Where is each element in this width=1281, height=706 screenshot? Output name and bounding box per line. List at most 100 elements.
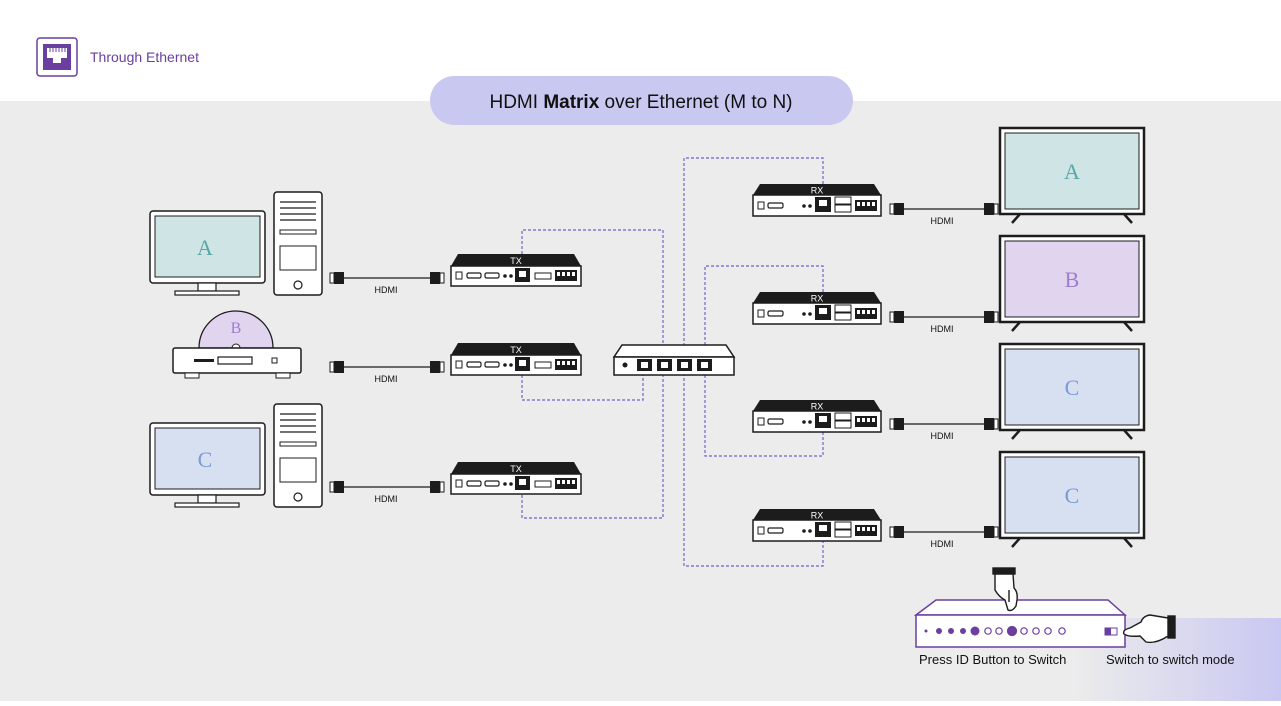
- receiver-3: RX: [752, 400, 882, 433]
- tv-leg: [1011, 429, 1021, 440]
- caption-switch-mode: Switch to switch mode: [1106, 652, 1235, 667]
- hdmi-plug-icon: [984, 311, 994, 323]
- tv-leg: [1123, 213, 1133, 224]
- id-button-7[interactable]: [1058, 627, 1066, 635]
- tv-screen: [1004, 348, 1140, 426]
- hdmi-cable-4: HDMI: [889, 203, 999, 226]
- hdmi-port-icon: [767, 418, 784, 425]
- tv-leg: [1011, 537, 1021, 548]
- hdmi-plug-icon: [329, 361, 335, 373]
- pointing-hand-icon: [992, 567, 1018, 612]
- hdmi-cable-7: HDMI: [889, 526, 999, 549]
- source-dvd-player-2: B: [172, 310, 302, 379]
- source-label: C: [198, 447, 213, 472]
- ethernet-line-rx4: [683, 375, 824, 567]
- tv-screen: [1004, 456, 1140, 534]
- disc: [198, 310, 274, 349]
- ethernet-port-icon: [36, 37, 78, 77]
- hdmi-cable-label: HDMI: [931, 539, 954, 549]
- id-button-5[interactable]: [1032, 627, 1040, 635]
- transmitter-label: TX: [510, 345, 522, 355]
- hdmi-port-icon: [767, 527, 784, 534]
- hdmi-port-icon: [767, 202, 784, 209]
- title-pill: [430, 76, 853, 125]
- hdmi-cable-label: HDMI: [375, 285, 398, 295]
- hdmi-port-icon: [484, 480, 500, 487]
- tv-leg: [1123, 429, 1133, 440]
- source-computer-3: C: [149, 403, 323, 508]
- monitor-base: [174, 502, 240, 508]
- receiver-label: RX: [811, 511, 824, 521]
- hdmi-cable-5: HDMI: [889, 311, 999, 334]
- hdmi-port-icon: [466, 361, 482, 368]
- monitor-stand: [197, 282, 217, 292]
- id-button-6[interactable]: [1044, 627, 1052, 635]
- hdmi-plug-icon: [430, 272, 440, 284]
- transmitter-2: TX: [450, 343, 582, 376]
- receiver-2: RX: [752, 292, 882, 325]
- disc-tray: [217, 356, 253, 365]
- power-button-icon: [293, 492, 303, 502]
- hdmi-plug-icon: [984, 526, 994, 538]
- hdmi-port-icon: [484, 272, 500, 279]
- id-button-2[interactable]: [995, 627, 1003, 635]
- id-button-3[interactable]: [1006, 625, 1018, 637]
- network-switch: [612, 344, 736, 376]
- ethernet-line-tx1: [521, 229, 664, 350]
- ethernet-line-rx3: [704, 375, 824, 457]
- ethernet-line-rx1: [683, 157, 824, 350]
- hdmi-port-icon: [767, 310, 784, 317]
- display-label: C: [1065, 375, 1080, 400]
- hdmi-port-icon: [484, 361, 500, 368]
- display-label: A: [1064, 159, 1080, 184]
- monitor-stand: [197, 494, 217, 504]
- receiver-label: RX: [811, 402, 824, 412]
- hdmi-cable-label: HDMI: [931, 431, 954, 441]
- id-button-4[interactable]: [1020, 627, 1028, 635]
- ethernet-line-tx3: [521, 375, 664, 519]
- ethernet-line-tx2: [521, 375, 644, 401]
- tv-screen: [1004, 240, 1140, 318]
- source-label: B: [231, 320, 242, 337]
- header-label: Through Ethernet: [90, 49, 199, 65]
- power-button-icon: [293, 280, 303, 290]
- hdmi-plug-icon: [889, 311, 895, 323]
- hdmi-plug-icon: [430, 481, 440, 493]
- tv-leg: [1123, 321, 1133, 332]
- hdmi-plug-icon: [329, 481, 335, 493]
- ethernet-lines: [521, 157, 824, 567]
- source-label: A: [197, 235, 213, 260]
- receiver-label: RX: [811, 186, 824, 196]
- display-tv-3: C: [998, 342, 1146, 440]
- ethernet-line-rx2: [704, 265, 824, 350]
- caption-press-id: Press ID Button to Switch: [919, 652, 1066, 667]
- receiver-label: RX: [811, 294, 824, 304]
- tv-screen: [1004, 132, 1140, 210]
- hdmi-plug-icon: [984, 203, 994, 215]
- transmitter-1: TX: [450, 254, 582, 287]
- switching-hand-icon: [1122, 614, 1176, 644]
- hdmi-plug-icon: [329, 272, 335, 284]
- tv-leg: [1123, 537, 1133, 548]
- control-panel: [913, 599, 1127, 648]
- display-label: C: [1065, 483, 1080, 508]
- monitor-screen: [154, 215, 261, 278]
- transmitter-3: TX: [450, 462, 582, 495]
- tv-leg: [1011, 321, 1021, 332]
- hdmi-cable-label: HDMI: [931, 324, 954, 334]
- id-button-1[interactable]: [984, 627, 992, 635]
- display-tv-4: C: [998, 450, 1146, 548]
- hdmi-port-icon: [466, 480, 482, 487]
- display-tv-1: A: [998, 126, 1146, 224]
- transmitter-label: TX: [510, 464, 522, 474]
- hdmi-plug-icon: [889, 418, 895, 430]
- hdmi-plug-icon: [984, 418, 994, 430]
- hdmi-cable-3: HDMI: [329, 481, 445, 504]
- source-computer-1: A: [149, 191, 323, 296]
- monitor-screen: [154, 427, 261, 490]
- mode-indicator: [970, 626, 980, 636]
- display-tv-2: B: [998, 234, 1146, 332]
- transmitter-label: TX: [510, 256, 522, 266]
